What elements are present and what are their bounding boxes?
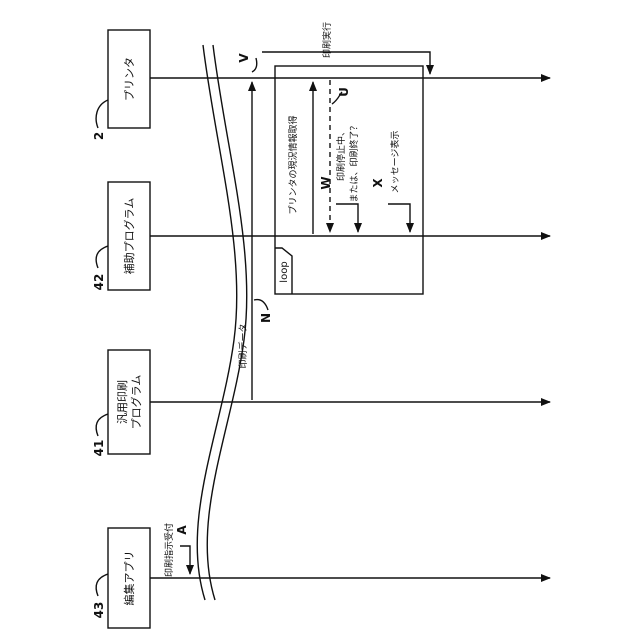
message-arrow-print-instruction (180, 546, 190, 574)
leader-n (254, 300, 268, 310)
message-label-print-execution: 印刷実行 (321, 22, 333, 58)
ref-number-printer: 2 (92, 132, 106, 140)
ref-leader-editor-app (96, 574, 108, 596)
marker-n: N (259, 313, 273, 323)
message-label-print-data: 印刷データ (237, 323, 249, 368)
lifeline-label-helper-program: 補助プログラム (122, 198, 136, 275)
message-label-print-instruction: 印刷指示受付 (163, 523, 175, 577)
marker-w: W (319, 176, 333, 189)
message-arrow-print-execution (262, 52, 430, 74)
condition-label-line1: 印刷停止中、 (335, 127, 347, 181)
leader-v (252, 58, 257, 72)
loop-label: loop (279, 261, 290, 282)
lifeline-label-generic-print-program-line1: 汎用印刷 (115, 380, 129, 424)
message-arrow-show-message (388, 204, 410, 232)
lifeline-label-editor-app: 編集アプリ (122, 551, 136, 606)
break-line-right (207, 45, 247, 600)
condition-label-line2: または、印刷終了？ (348, 121, 360, 202)
message-label-get-status: プリンタの現況情報取得 (287, 115, 299, 214)
marker-u: U (337, 87, 351, 97)
lifeline-label-printer: プリンタ (123, 57, 136, 101)
message-arrow-condition-check (336, 204, 358, 232)
marker-a: A (175, 525, 189, 535)
ref-leader-helper-program (96, 246, 108, 268)
ref-leader-printer (96, 100, 108, 128)
marker-v: V (237, 53, 251, 63)
marker-x: X (371, 178, 385, 188)
ref-number-editor-app: 43 (92, 602, 106, 619)
ref-leader-generic-print-program (96, 414, 108, 436)
lifeline-box-generic-print-program (108, 350, 150, 454)
ref-number-generic-print-program: 41 (92, 440, 106, 457)
lifeline-label-generic-print-program-line2: プログラム (129, 375, 143, 430)
break-line-left (197, 45, 237, 600)
message-label-show-message: メッセージ表示 (389, 131, 401, 194)
ref-number-helper-program: 42 (92, 274, 106, 291)
